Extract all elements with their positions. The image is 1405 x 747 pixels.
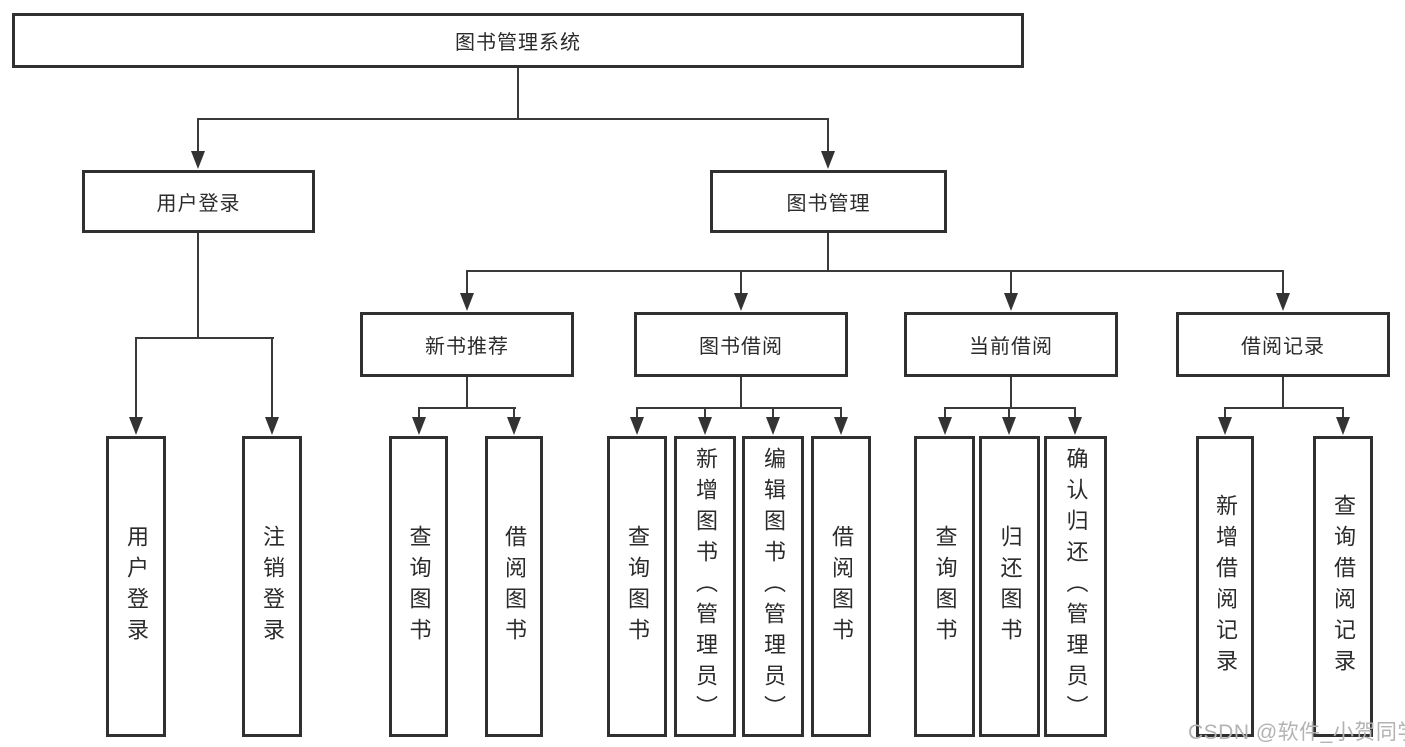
connector-arrow-stem: [636, 407, 638, 419]
connector-book-mgmt-stem: [827, 232, 829, 272]
node-label: 借阅记录: [1241, 336, 1325, 358]
connector-user-login-hline: [135, 337, 274, 339]
node-new-book-recommendation: 新书推荐: [360, 312, 574, 377]
node-label: 图书管理: [786, 193, 871, 215]
arrowhead-icon: [1002, 417, 1016, 435]
leaf-label: 查询图书: [625, 524, 650, 649]
connector-branch-stem: [1282, 377, 1284, 409]
csdn-watermark: CSDN @软件_小贺同学: [1188, 721, 1405, 744]
node-book-borrowing: 图书借阅: [634, 312, 848, 377]
node-user-login: 用户登录: [82, 170, 315, 233]
node-label: 用户登录: [156, 193, 241, 215]
leaf-label: 借阅图书: [502, 524, 527, 649]
connector-arrow-stem: [704, 407, 706, 419]
connector-arrow-stem: [418, 407, 420, 419]
leaf-confirm-return-admin: 确认归还（管理员）: [1044, 436, 1107, 737]
node-library-management-system: 图书管理系统: [12, 13, 1024, 68]
leaf-return-books: 归还图书: [979, 436, 1040, 737]
arrowhead-icon: [821, 151, 835, 169]
leaf-label: 查询借阅记录: [1331, 493, 1356, 680]
arrowhead-icon: [1336, 417, 1350, 435]
arrowhead-icon: [1276, 293, 1290, 311]
node-book-management: 图书管理: [710, 170, 947, 233]
connector-branch-hline: [636, 407, 842, 409]
leaf-label: 查询图书: [406, 524, 432, 649]
leaf-label: 编辑图书（管理员）: [761, 447, 786, 726]
connector-arrow-stem: [1224, 407, 1226, 419]
leaf-label: 新增图书（管理员）: [693, 447, 718, 726]
node-borrowing-records: 借阅记录: [1176, 312, 1390, 377]
arrowhead-icon: [412, 417, 426, 435]
leaf-label: 归还图书: [997, 524, 1023, 649]
connector-arrow-stem: [1342, 407, 1344, 419]
connector-arrow-stem: [772, 407, 774, 419]
node-label: 新书推荐: [425, 336, 509, 358]
connector-level3-hline: [466, 270, 1284, 272]
arrowhead-icon: [1004, 293, 1018, 311]
connector-branch-stem: [1010, 377, 1012, 409]
arrowhead-icon: [630, 417, 644, 435]
connector-arrow-stem: [466, 270, 468, 295]
arrowhead-icon: [734, 293, 748, 311]
arrowhead-icon: [766, 417, 780, 435]
leaf-label: 新增借阅记录: [1213, 493, 1238, 680]
leaf-query-books-recommend: 查询图书: [389, 436, 448, 737]
leaf-label: 用户登录: [124, 524, 149, 649]
arrowhead-icon: [938, 417, 952, 435]
arrowhead-icon: [1068, 417, 1082, 435]
node-label: 当前借阅: [969, 336, 1053, 358]
connector-branch-hline: [1224, 407, 1344, 409]
connector-arrow-stem: [1282, 270, 1284, 295]
connector-level2-hline: [197, 118, 829, 120]
connector-arrow-stem: [827, 118, 829, 152]
leaf-label: 确认归还（管理员）: [1063, 447, 1089, 726]
connector-arrow-stem: [1010, 270, 1012, 295]
connector-arrow-stem: [944, 407, 946, 419]
connector-branch-hline: [944, 407, 1076, 409]
arrowhead-icon: [507, 417, 521, 435]
connector-arrow-stem: [513, 407, 515, 419]
leaf-label: 查询图书: [932, 524, 958, 649]
arrowhead-icon: [265, 417, 279, 435]
node-label: 图书借阅: [699, 336, 783, 358]
leaf-query-books-borrow: 查询图书: [607, 436, 667, 737]
leaf-add-books-admin: 新增图书（管理员）: [674, 436, 736, 737]
arrowhead-icon: [191, 151, 205, 169]
leaf-query-borrow-record: 查询借阅记录: [1313, 436, 1373, 737]
connector-arrow-stem: [740, 270, 742, 295]
leaf-borrow-books: 借阅图书: [811, 436, 871, 737]
connector-branch-stem: [740, 377, 742, 409]
connector-arrow-stem: [1074, 407, 1076, 419]
node-label: 图书管理系统: [455, 32, 581, 54]
leaf-label: 注销登录: [260, 524, 285, 649]
connector-arrow-stem: [840, 407, 842, 419]
arrowhead-icon: [834, 417, 848, 435]
arrowhead-icon: [129, 417, 143, 435]
leaf-label: 借阅图书: [829, 524, 854, 649]
leaf-borrow-books-recommend: 借阅图书: [485, 436, 543, 737]
connector-arrow-stem: [271, 337, 273, 419]
arrowhead-icon: [698, 417, 712, 435]
connector-arrow-stem: [1008, 407, 1010, 419]
connector-arrow-stem: [197, 118, 199, 152]
connector-root-stem: [517, 68, 519, 118]
arrowhead-icon: [1218, 417, 1232, 435]
node-current-borrowing: 当前借阅: [904, 312, 1118, 377]
connector-branch-hline: [418, 407, 516, 409]
connector-branch-stem: [466, 377, 468, 409]
leaf-add-borrow-record: 新增借阅记录: [1196, 436, 1254, 737]
connector-arrow-stem: [135, 337, 137, 419]
leaf-logout: 注销登录: [242, 436, 302, 737]
leaf-query-books-current: 查询图书: [914, 436, 975, 737]
leaf-edit-books-admin: 编辑图书（管理员）: [742, 436, 804, 737]
arrowhead-icon: [460, 293, 474, 311]
leaf-user-login: 用户登录: [106, 436, 166, 737]
connector-user-login-stem: [197, 232, 199, 339]
